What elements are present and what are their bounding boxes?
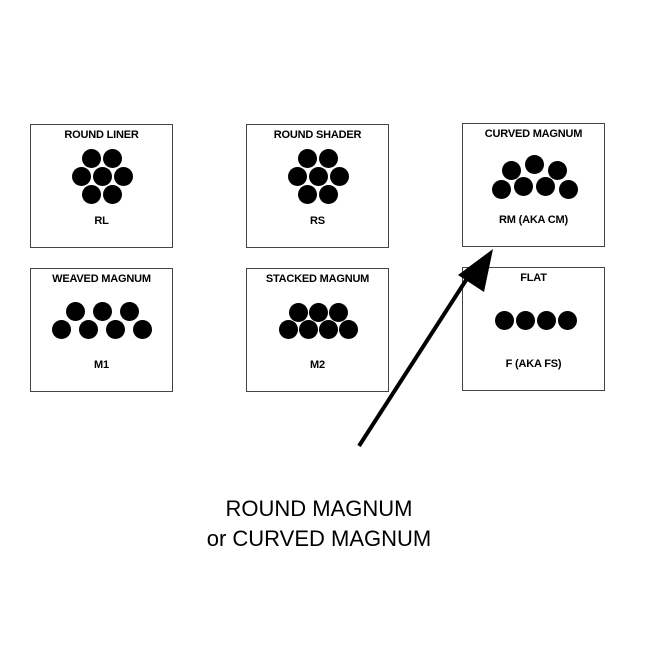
caption-line-1: ROUND MAGNUM (225, 496, 413, 521)
card-flat: FLAT F (AKA FS) (462, 267, 605, 391)
card-curved-magnum: CURVED MAGNUM RM (AKA CM) (462, 123, 605, 247)
caption: ROUND MAGNUM or CURVED MAGNUM (0, 494, 638, 554)
needle-dot (495, 311, 514, 330)
card-code: M1 (94, 359, 109, 371)
needle-dot (536, 177, 555, 196)
needle-dot (299, 320, 318, 339)
needle-dot (114, 167, 133, 186)
needle-dot (79, 320, 98, 339)
needle-dot (492, 180, 511, 199)
needle-dot (548, 161, 567, 180)
needle-dot (103, 149, 122, 168)
needle-dot (288, 167, 307, 186)
needle-dot (298, 149, 317, 168)
needle-dot (502, 161, 521, 180)
needle-dot (309, 303, 328, 322)
needle-dot (93, 167, 112, 186)
needle-dot (559, 180, 578, 199)
needle-dot (106, 320, 125, 339)
card-round-shader: ROUND SHADER RS (246, 124, 389, 248)
needle-dot (319, 149, 338, 168)
needle-dot (558, 311, 577, 330)
card-title: ROUND SHADER (273, 129, 362, 141)
needle-dot (72, 167, 91, 186)
needle-dot (514, 177, 533, 196)
caption-line-2: or CURVED MAGNUM (206, 526, 432, 551)
needle-dot (82, 149, 101, 168)
card-code: F (AKA FS) (505, 358, 562, 370)
card-title: WEAVED MAGNUM (52, 273, 151, 285)
card-code: RL (94, 215, 109, 227)
card-code: RM (AKA CM) (499, 214, 568, 226)
needle-dot (279, 320, 298, 339)
card-code: M2 (310, 359, 325, 371)
needle-dot (525, 155, 544, 174)
needle-dot (133, 320, 152, 339)
card-code: RS (310, 215, 325, 227)
needle-dot (330, 167, 349, 186)
needle-dot (120, 302, 139, 321)
needle-dot (329, 303, 348, 322)
needle-dot (298, 185, 317, 204)
needle-dot (309, 167, 328, 186)
needle-dot (319, 320, 338, 339)
arrow-head (458, 249, 493, 292)
needle-dot (537, 311, 556, 330)
arrow-shaft (357, 272, 472, 448)
needle-dot (82, 185, 101, 204)
needle-dot (289, 303, 308, 322)
needle-dot (66, 302, 85, 321)
card-title: FLAT (520, 272, 547, 284)
card-stacked-magnum: STACKED MAGNUM M2 (246, 268, 389, 392)
card-title: STACKED MAGNUM (265, 273, 370, 285)
card-title: CURVED MAGNUM (484, 128, 583, 140)
needle-dot (339, 320, 358, 339)
needle-dot (516, 311, 535, 330)
card-title: ROUND LINER (64, 129, 139, 141)
card-round-liner: ROUND LINER RL (30, 124, 173, 248)
needle-dot (93, 302, 112, 321)
needle-dot (319, 185, 338, 204)
card-weaved-magnum: WEAVED MAGNUM M1 (30, 268, 173, 392)
needle-dot (103, 185, 122, 204)
needle-dot (52, 320, 71, 339)
